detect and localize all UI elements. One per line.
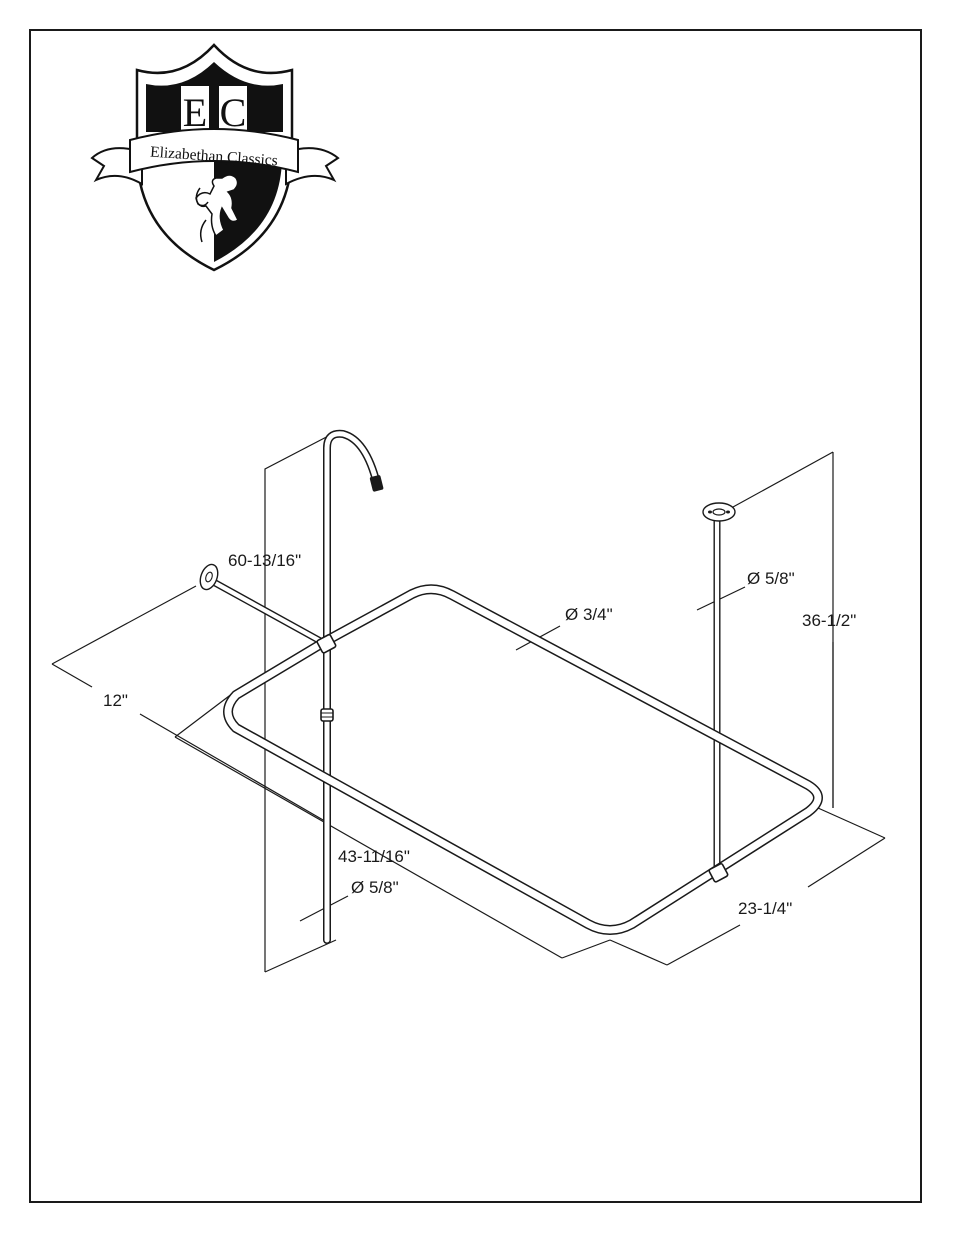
ring-diameter-label: Ø 3/4" [565,605,613,624]
ceiling-tee-fitting [708,862,729,883]
elizabethan-classics-logo: E C Elizabethan Classics [90,43,340,272]
ceiling-support-rod [702,502,736,874]
length-label: 43-11/16" [338,847,410,866]
ribbon-banner [129,128,299,174]
wall-plane [264,431,337,973]
wall-tee-fitting [316,633,337,654]
width-label: 23-1/4" [738,899,792,918]
tee-fittings [316,633,729,883]
riser-diameter-label: Ø 5/8" [351,878,399,897]
riser-pipe [320,429,384,944]
shower-head-nozzle [369,475,384,492]
overall-height-label: 60-13/16" [228,551,301,570]
monogram-panel-right [219,86,247,130]
shield-top-band [146,62,283,132]
ceiling-rod-diameter-label: Ø 5/8" [747,569,795,588]
ceiling-drop-label: 36-1/2" [802,611,856,630]
riser-coupling [320,708,334,722]
monogram-panel-left [181,86,209,130]
monogram-left: E [183,90,207,135]
monogram-right: C [220,90,247,135]
footprint-lines [174,689,886,966]
page-border [29,29,922,1203]
wall-offset-label: 12" [103,691,128,710]
wall-support-rod [199,563,328,647]
